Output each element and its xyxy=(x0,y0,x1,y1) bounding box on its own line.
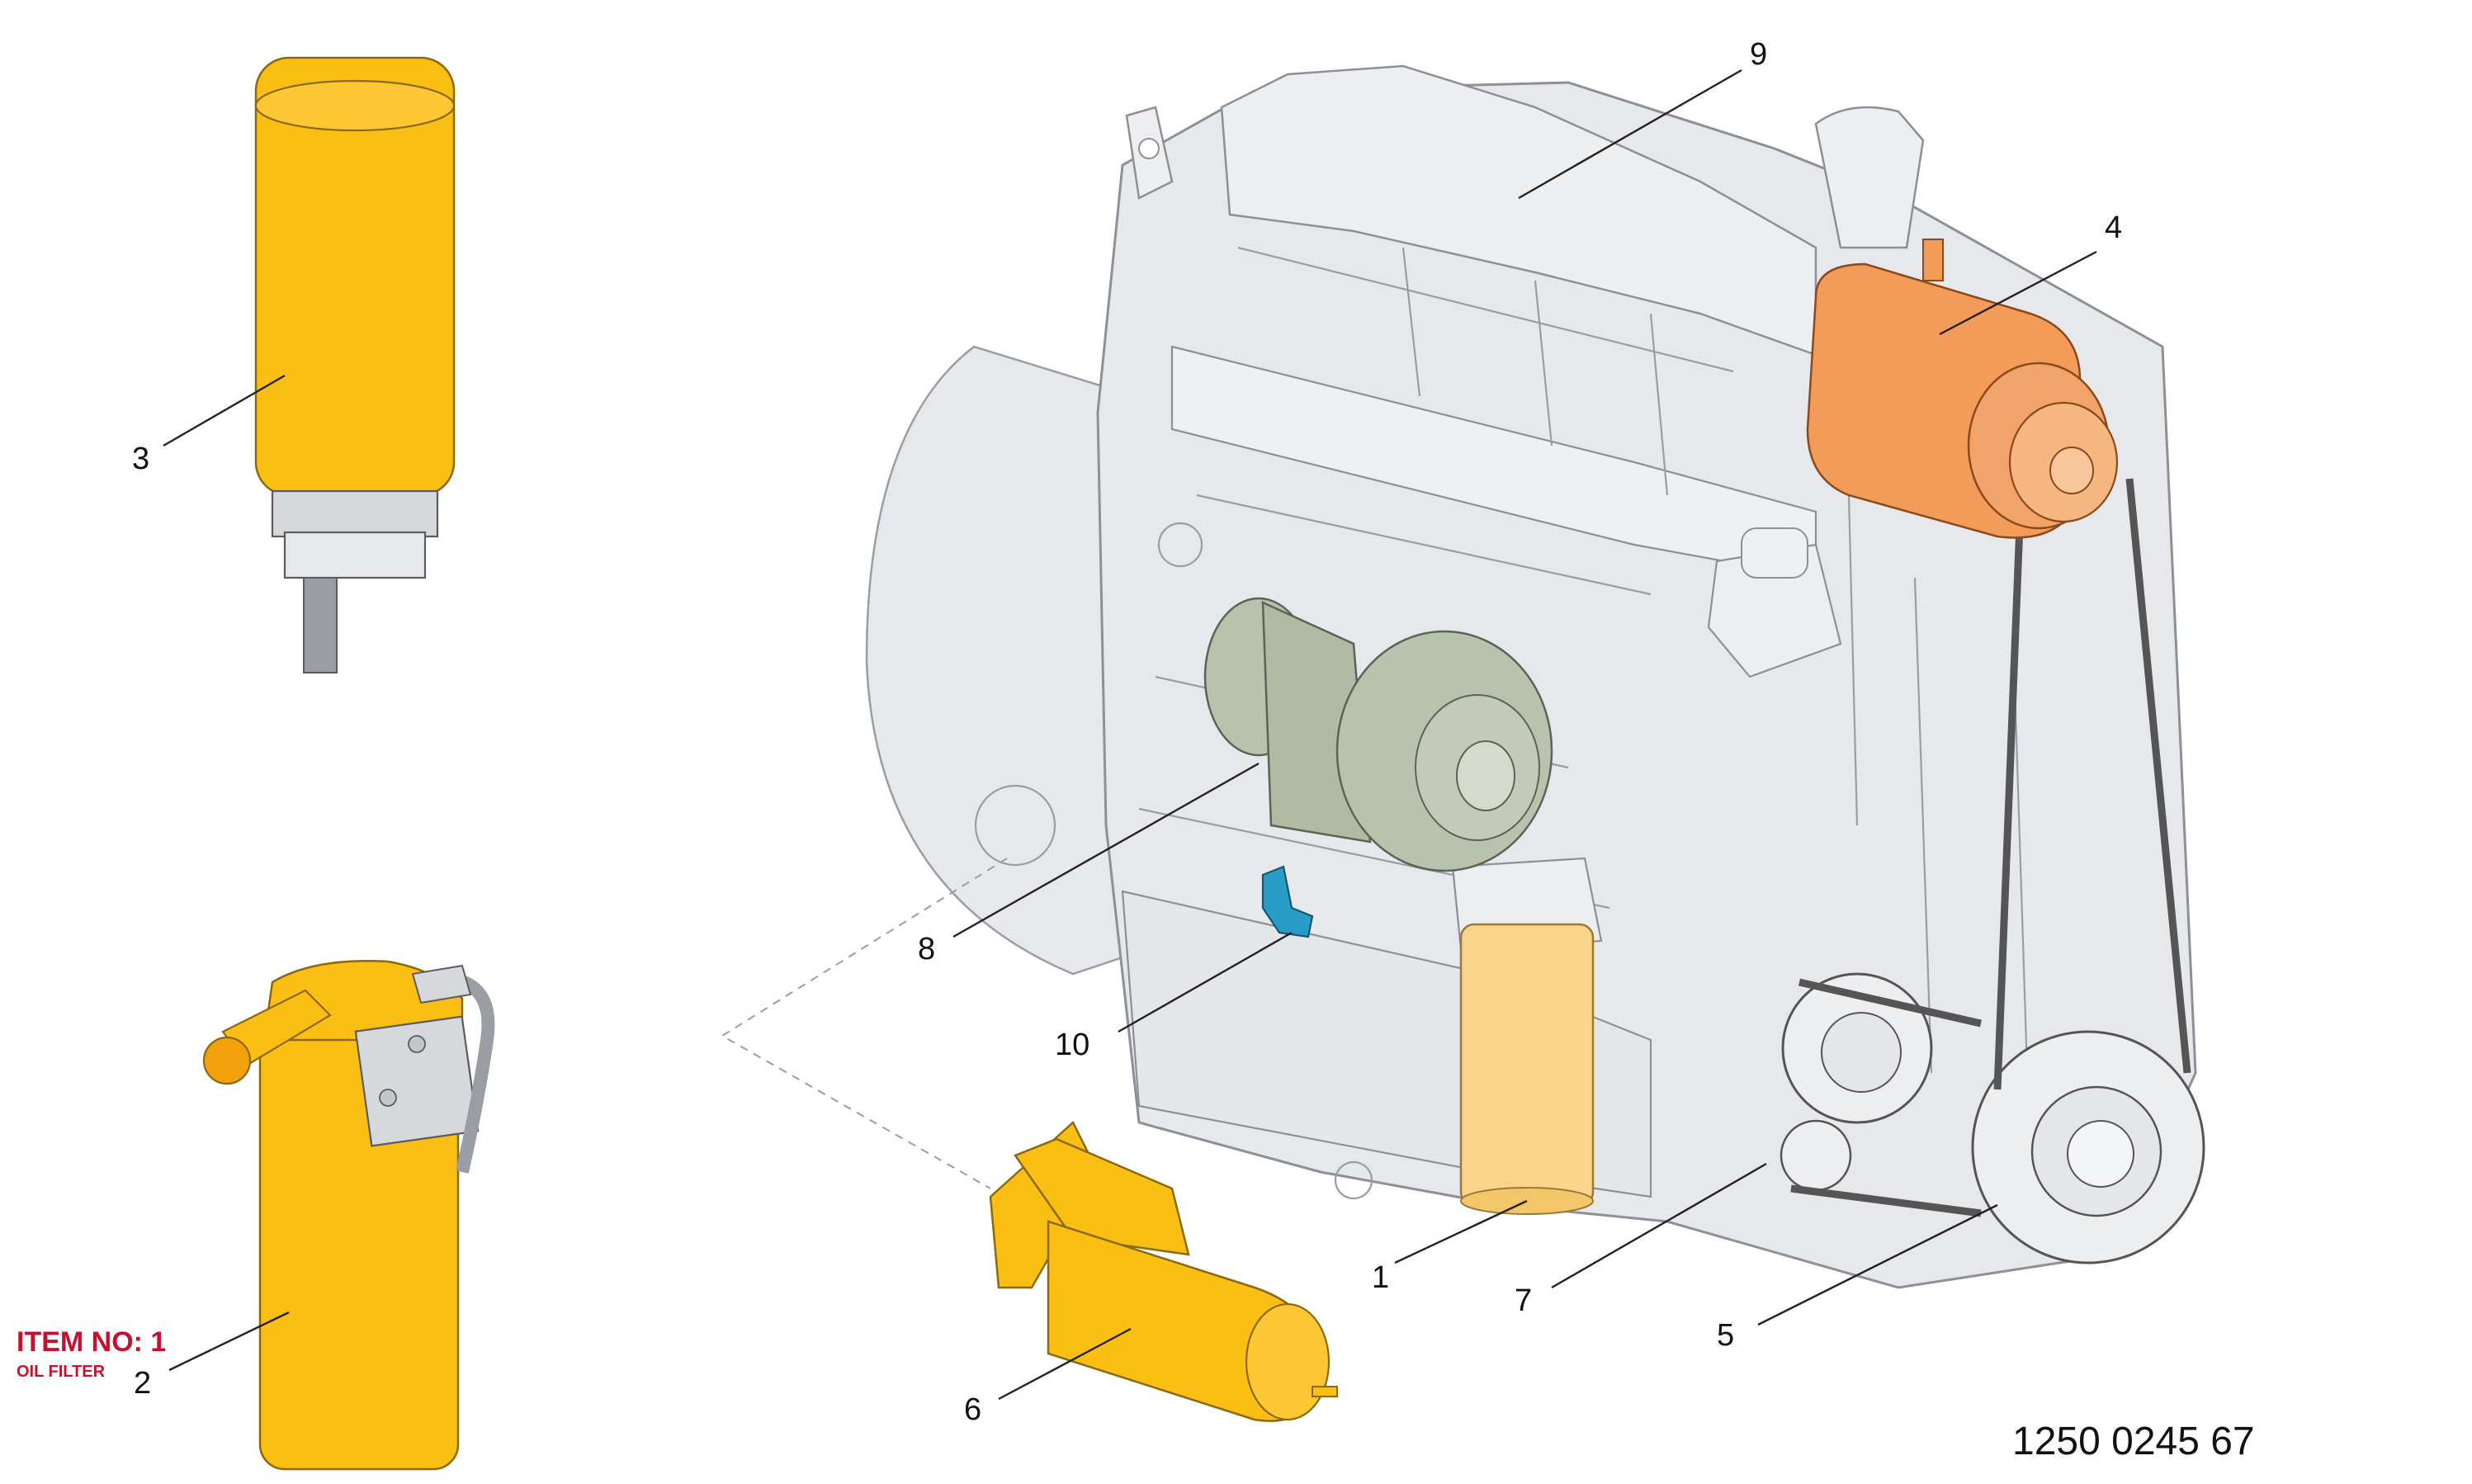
part-8-turbocharger[interactable] xyxy=(1203,597,1553,872)
leader-2 xyxy=(168,1311,290,1372)
leader-3 xyxy=(163,374,286,447)
part-2-fuel-filter-assembly[interactable] xyxy=(202,960,495,1471)
item-tag-subtitle: OIL FILTER xyxy=(17,1363,106,1381)
bracket-bolt-2 xyxy=(379,1089,397,1107)
leader-8 xyxy=(952,762,1260,938)
fuel-filter-ring xyxy=(271,489,439,538)
callout-1: 1 xyxy=(1372,1260,1389,1295)
callout-5: 5 xyxy=(1717,1318,1734,1353)
callout-9: 9 xyxy=(1750,37,1767,72)
sensor-body xyxy=(1261,865,1314,938)
water-pump-hub xyxy=(1821,1012,1902,1093)
starter-phantom-line xyxy=(721,858,1008,1189)
drive-belt xyxy=(1790,461,2191,1217)
part-6-starter-motor[interactable] xyxy=(989,1120,1338,1422)
callout-2: 2 xyxy=(134,1366,151,1401)
leader-7 xyxy=(1551,1162,1767,1289)
part-10-sensor[interactable] xyxy=(1261,865,1314,938)
idler-pulley xyxy=(1780,1119,1852,1192)
thermostat-cap xyxy=(1741,527,1808,579)
alternator-hub xyxy=(2049,447,2094,494)
starter-stud xyxy=(1312,1386,1338,1397)
filter-hose xyxy=(445,971,495,1174)
exhaust-elbow xyxy=(1814,106,1925,249)
callout-10: 10 xyxy=(1055,1028,1089,1062)
item-tag-title: ITEM NO: 1 xyxy=(17,1326,166,1358)
leader-9 xyxy=(1518,69,1742,200)
starter-end-cap xyxy=(1245,1302,1331,1421)
part-1-oil-filter[interactable] xyxy=(1451,857,1603,1215)
callout-8: 8 xyxy=(918,932,935,966)
callout-6: 6 xyxy=(964,1392,981,1427)
leader-10 xyxy=(1118,931,1293,1033)
filter-primer-knob xyxy=(202,1036,252,1085)
part-3-fuel-filter[interactable] xyxy=(254,56,456,673)
callout-7: 7 xyxy=(1515,1283,1532,1318)
starter-solenoid xyxy=(1014,1137,1190,1256)
leader-1 xyxy=(1394,1199,1528,1264)
oil-filter-canister xyxy=(1459,923,1595,1207)
leader-5 xyxy=(1757,1203,1998,1326)
leader-6 xyxy=(998,1327,1132,1401)
lifting-eye-hole xyxy=(1138,138,1160,159)
fuel-filter-bowl xyxy=(283,531,427,579)
alternator-terminal xyxy=(1922,239,1944,281)
part-4-alternator[interactable] xyxy=(1806,239,2119,539)
leader-4 xyxy=(1939,250,2097,336)
callout-4: 4 xyxy=(2105,210,2122,245)
crank-pulley-center xyxy=(2067,1120,2134,1188)
turbo-outlet xyxy=(1456,740,1515,811)
drawing-number: 1250 0245 67 xyxy=(2012,1420,2255,1463)
callout-labels: 1 2 3 4 5 6 7 8 9 10 xyxy=(132,37,2122,1427)
belt-drive xyxy=(1780,461,2205,1264)
flywheel-port xyxy=(974,784,1056,867)
fuel-filter-top xyxy=(254,79,456,132)
filter-bracket xyxy=(354,1015,480,1147)
block-plug xyxy=(1157,522,1203,568)
leader-lines xyxy=(163,69,2097,1401)
bracket-bolt-1 xyxy=(408,1035,426,1053)
item-tag: ITEM NO: 1 OIL FILTER xyxy=(17,1326,166,1381)
callout-3: 3 xyxy=(132,442,149,476)
pan-plug xyxy=(1334,1160,1373,1200)
fuel-filter-drain xyxy=(303,577,338,673)
filter-hose-fitting xyxy=(411,964,472,1004)
